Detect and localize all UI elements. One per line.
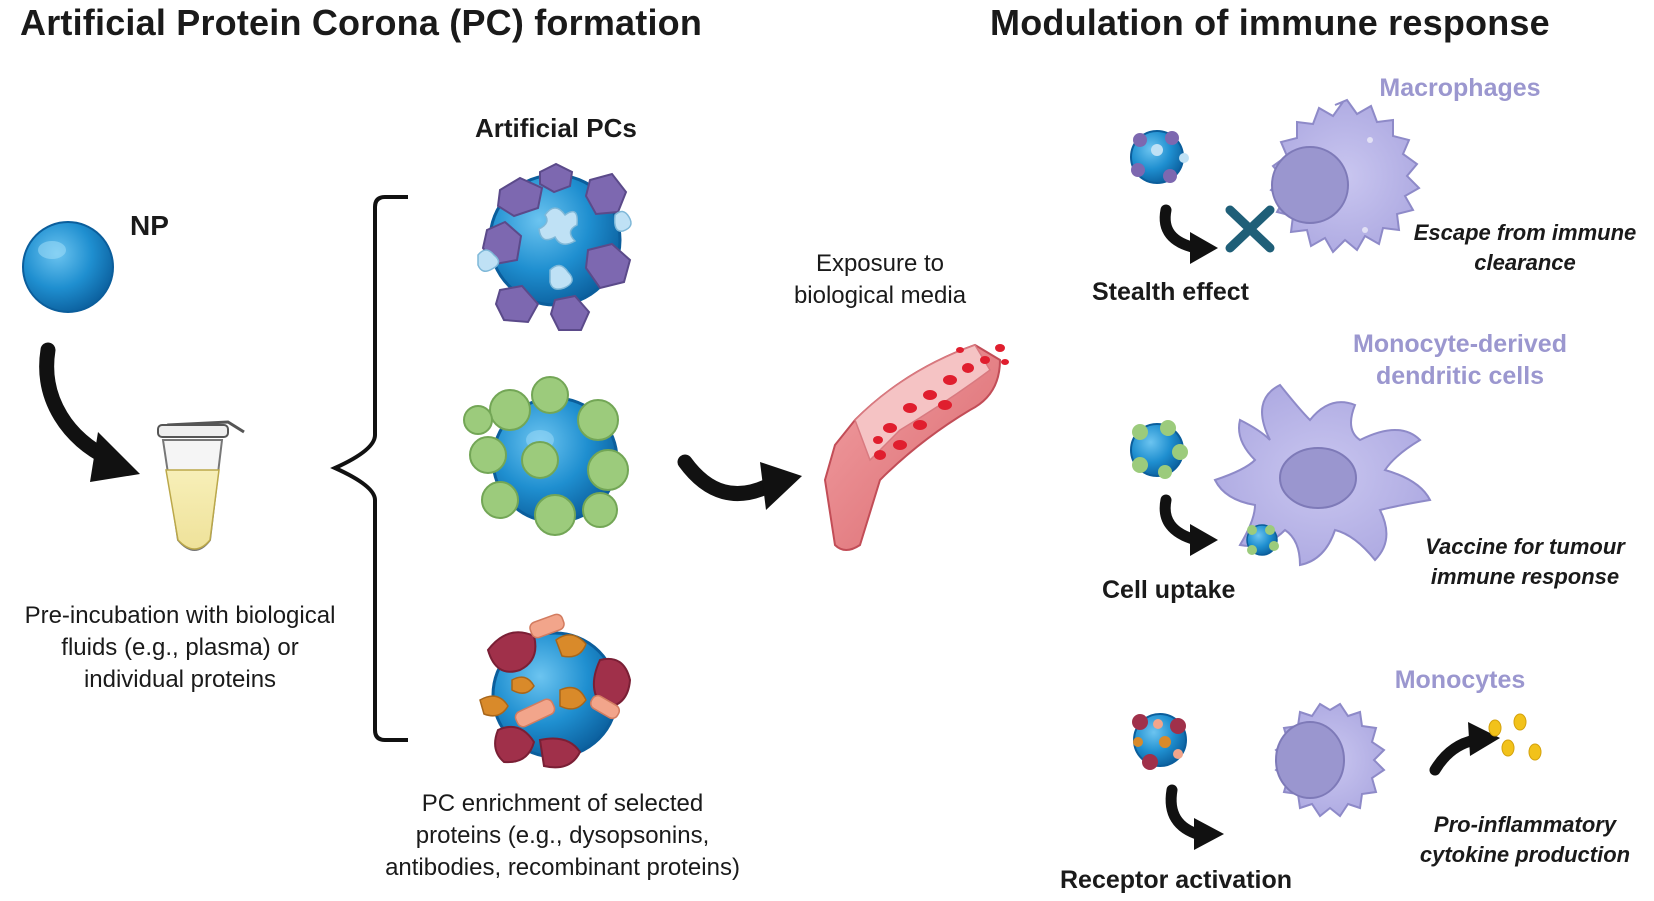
caption-line: proteins (e.g., dysopsonins,	[415, 822, 710, 849]
stealth-effect-label: Stealth effect	[1092, 278, 1249, 306]
outcome-line: Escape from immune	[1413, 220, 1637, 245]
pc-purple-corona-icon	[477, 162, 632, 331]
outcome-line: immune response	[1430, 564, 1620, 589]
small-pc-mixed-icon	[1132, 713, 1187, 770]
small-pc-green-icon	[1130, 420, 1188, 479]
caption-line: fluids (e.g., plasma) or	[61, 634, 299, 661]
curved-arrow-icon	[1159, 494, 1218, 556]
artificial-pcs-label: Artificial PCs	[475, 113, 637, 143]
cell-name-line: Monocytes	[1394, 666, 1526, 694]
escape-clearance-outcome: Escape from immune clearance	[1395, 218, 1654, 278]
np-sphere-icon	[22, 221, 114, 313]
caption-line: biological media	[793, 282, 967, 309]
enrichment-caption: PC enrichment of selected proteins (e.g.…	[360, 788, 765, 884]
pc-mixed-corona-icon	[479, 613, 632, 769]
cell-name-line: Monocyte-derived	[1353, 330, 1567, 358]
curved-arrow-icon	[1429, 722, 1500, 776]
block-cross-icon	[1225, 205, 1275, 253]
macrophage-cell-icon	[1257, 98, 1421, 254]
small-pc-green-icon	[1246, 524, 1279, 556]
caption-line: PC enrichment of selected	[421, 790, 704, 817]
np-label: NP	[130, 210, 169, 241]
small-pc-purple-icon	[1130, 130, 1189, 184]
caption-line: antibodies, recombinant proteins)	[385, 854, 740, 881]
cell-name-line: dendritic cells	[1375, 362, 1545, 390]
blood-vessel-icon	[823, 343, 1009, 551]
pc-green-corona-icon	[463, 376, 629, 536]
outcome-line: cytokine production	[1419, 842, 1631, 867]
cell-uptake-label: Cell uptake	[1102, 576, 1236, 604]
outcome-line: clearance	[1474, 250, 1576, 275]
dendritic-cell-icon	[1213, 383, 1432, 567]
receptor-activation-label: Receptor activation	[1060, 866, 1293, 894]
dendritic-cells-label: Monocyte-derived dendritic cells	[1315, 328, 1605, 392]
macrophages-label: Macrophages	[1315, 72, 1605, 104]
curved-arrow-icon	[1165, 784, 1224, 850]
left-section-title: Artificial Protein Corona (PC) formation	[20, 2, 703, 43]
curved-arrow-icon	[1159, 204, 1218, 264]
cytokine-dots-icon	[1488, 713, 1542, 761]
cell-name-line: Macrophages	[1379, 74, 1541, 102]
monocytes-label: Monocytes	[1315, 664, 1605, 696]
outcome-line: Pro-inflammatory	[1433, 812, 1617, 837]
cytokine-outcome: Pro-inflammatory cytokine production	[1400, 810, 1650, 870]
eppendorf-tube-icon	[157, 420, 245, 551]
caption-line: Pre-incubation with biological	[24, 602, 336, 629]
curved-arrow-icon	[39, 342, 140, 482]
exposure-caption: Exposure to biological media	[770, 248, 990, 312]
vaccine-outcome: Vaccine for tumour immune response	[1400, 532, 1650, 592]
caption-line: Exposure to	[815, 250, 945, 277]
caption-line: individual proteins	[83, 666, 277, 693]
right-section-title: Modulation of immune response	[990, 2, 1550, 43]
preincubation-caption: Pre-incubation with biological fluids (e…	[0, 600, 360, 696]
exposure-arrow-icon	[677, 454, 802, 510]
grouping-brace	[330, 195, 408, 742]
monocyte-cell-icon	[1274, 702, 1386, 818]
outcome-line: Vaccine for tumour	[1425, 534, 1625, 559]
